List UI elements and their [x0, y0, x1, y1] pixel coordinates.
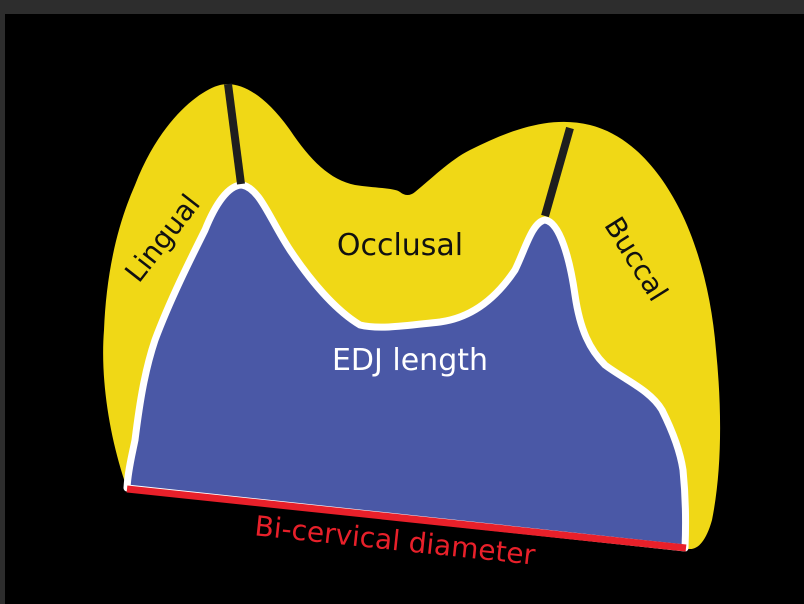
occlusal-label: Occlusal — [337, 228, 463, 263]
edj-length-label: EDJ length — [332, 343, 488, 378]
